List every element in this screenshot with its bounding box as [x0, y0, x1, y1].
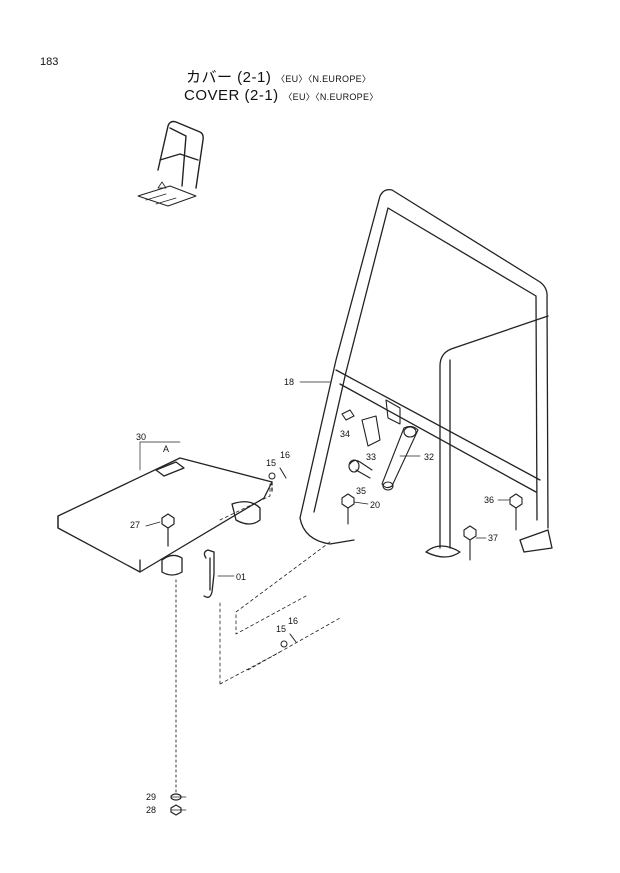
link-eye-bottom	[382, 481, 394, 491]
callout-labels: 18 30 A 15 16 27 34 33 32 35 20 36 37 01…	[130, 377, 498, 815]
dashed-to-frame	[235, 541, 331, 635]
callout-01: 01	[236, 572, 246, 582]
locator-thumbnail	[137, 120, 204, 207]
locator-base	[137, 185, 197, 207]
leader-27	[145, 521, 161, 527]
cover-cutout-a	[155, 461, 185, 477]
pins	[268, 467, 297, 648]
title-japanese: カバー (2-1) 〈EU〉〈N.EUROPE〉	[186, 66, 371, 87]
frame-crossbar-upper	[335, 369, 541, 481]
callout-33: 33	[366, 452, 376, 462]
frame-inner-tube	[313, 207, 538, 521]
locator-frame-inner	[169, 127, 187, 187]
handle-01	[203, 549, 215, 598]
callout-16-upper: 16	[280, 450, 290, 460]
dashed-lower-right	[247, 617, 341, 671]
bolt-36	[509, 493, 523, 531]
leader-lines	[139, 381, 511, 811]
rear-post-foot	[425, 545, 461, 558]
cab-guard-frame	[299, 188, 553, 558]
callout-28: 28	[146, 805, 156, 815]
bolt-27-head	[161, 513, 175, 529]
title-japanese-suffix: 〈EU〉〈N.EUROPE〉	[276, 74, 372, 84]
frame-outer-tube	[299, 188, 549, 529]
bolt-head-34	[341, 409, 355, 421]
title-english-text: COVER (2-1)	[184, 87, 279, 104]
title-english: COVER (2-1) 〈EU〉〈N.EUROPE〉	[184, 87, 379, 104]
title-japanese-text: カバー (2-1)	[186, 69, 272, 86]
bolt-27-assembly	[161, 513, 182, 816]
locator-frame	[157, 120, 204, 189]
callout-29: 29	[146, 792, 156, 802]
leader-20	[353, 501, 369, 505]
pin-15-lower	[280, 640, 288, 648]
dashed-upper-hinge	[219, 483, 271, 521]
callout-36: 36	[484, 495, 494, 505]
callout-18: 18	[284, 377, 294, 387]
handle-outer	[203, 549, 215, 598]
rear-post-top	[453, 315, 549, 349]
callout-37: 37	[488, 533, 498, 543]
frame-foot-right	[519, 529, 553, 553]
callout-a: A	[163, 444, 169, 454]
nut-28	[170, 804, 182, 816]
rear-post-outer	[439, 347, 455, 549]
bolt-35	[349, 459, 373, 479]
link-arm-32	[381, 425, 419, 489]
callout-27: 27	[130, 520, 140, 530]
title-english-suffix: 〈EU〉〈N.EUROPE〉	[283, 92, 379, 102]
bolt-37	[463, 525, 477, 561]
floor-cover-plate	[57, 457, 273, 576]
pin-15-upper	[268, 472, 276, 480]
pin-16-lower	[289, 633, 297, 643]
frame-foot-left	[299, 517, 355, 545]
assembly-dashed-lines	[219, 483, 341, 685]
bolts	[341, 493, 523, 561]
pin-16-upper	[279, 467, 287, 479]
bolt-20	[341, 493, 355, 525]
bracket-assembly	[341, 399, 419, 491]
leader-30	[139, 441, 181, 471]
callout-15-upper: 15	[266, 458, 276, 468]
locator-arrow-icon	[157, 181, 167, 189]
page-number: 183	[40, 56, 59, 68]
callout-20: 20	[370, 500, 380, 510]
cover-hinge-front	[161, 554, 183, 576]
callout-35: 35	[356, 486, 366, 496]
bolt-35-head	[348, 459, 360, 473]
callout-15-lower: 15	[276, 624, 286, 634]
callout-32: 32	[424, 452, 434, 462]
link-eye-top	[403, 426, 417, 438]
frame-crossbar-lower	[339, 383, 537, 493]
cover-hinge	[231, 501, 261, 525]
callout-30: 30	[136, 432, 146, 442]
plate-33	[361, 415, 381, 447]
bracket-upper	[385, 399, 401, 425]
callout-16-lower: 16	[288, 616, 298, 626]
callout-34: 34	[340, 429, 350, 439]
locator-base-lines	[145, 193, 177, 205]
locator-frame-bar	[159, 153, 199, 161]
dashed-lower	[219, 599, 281, 685]
